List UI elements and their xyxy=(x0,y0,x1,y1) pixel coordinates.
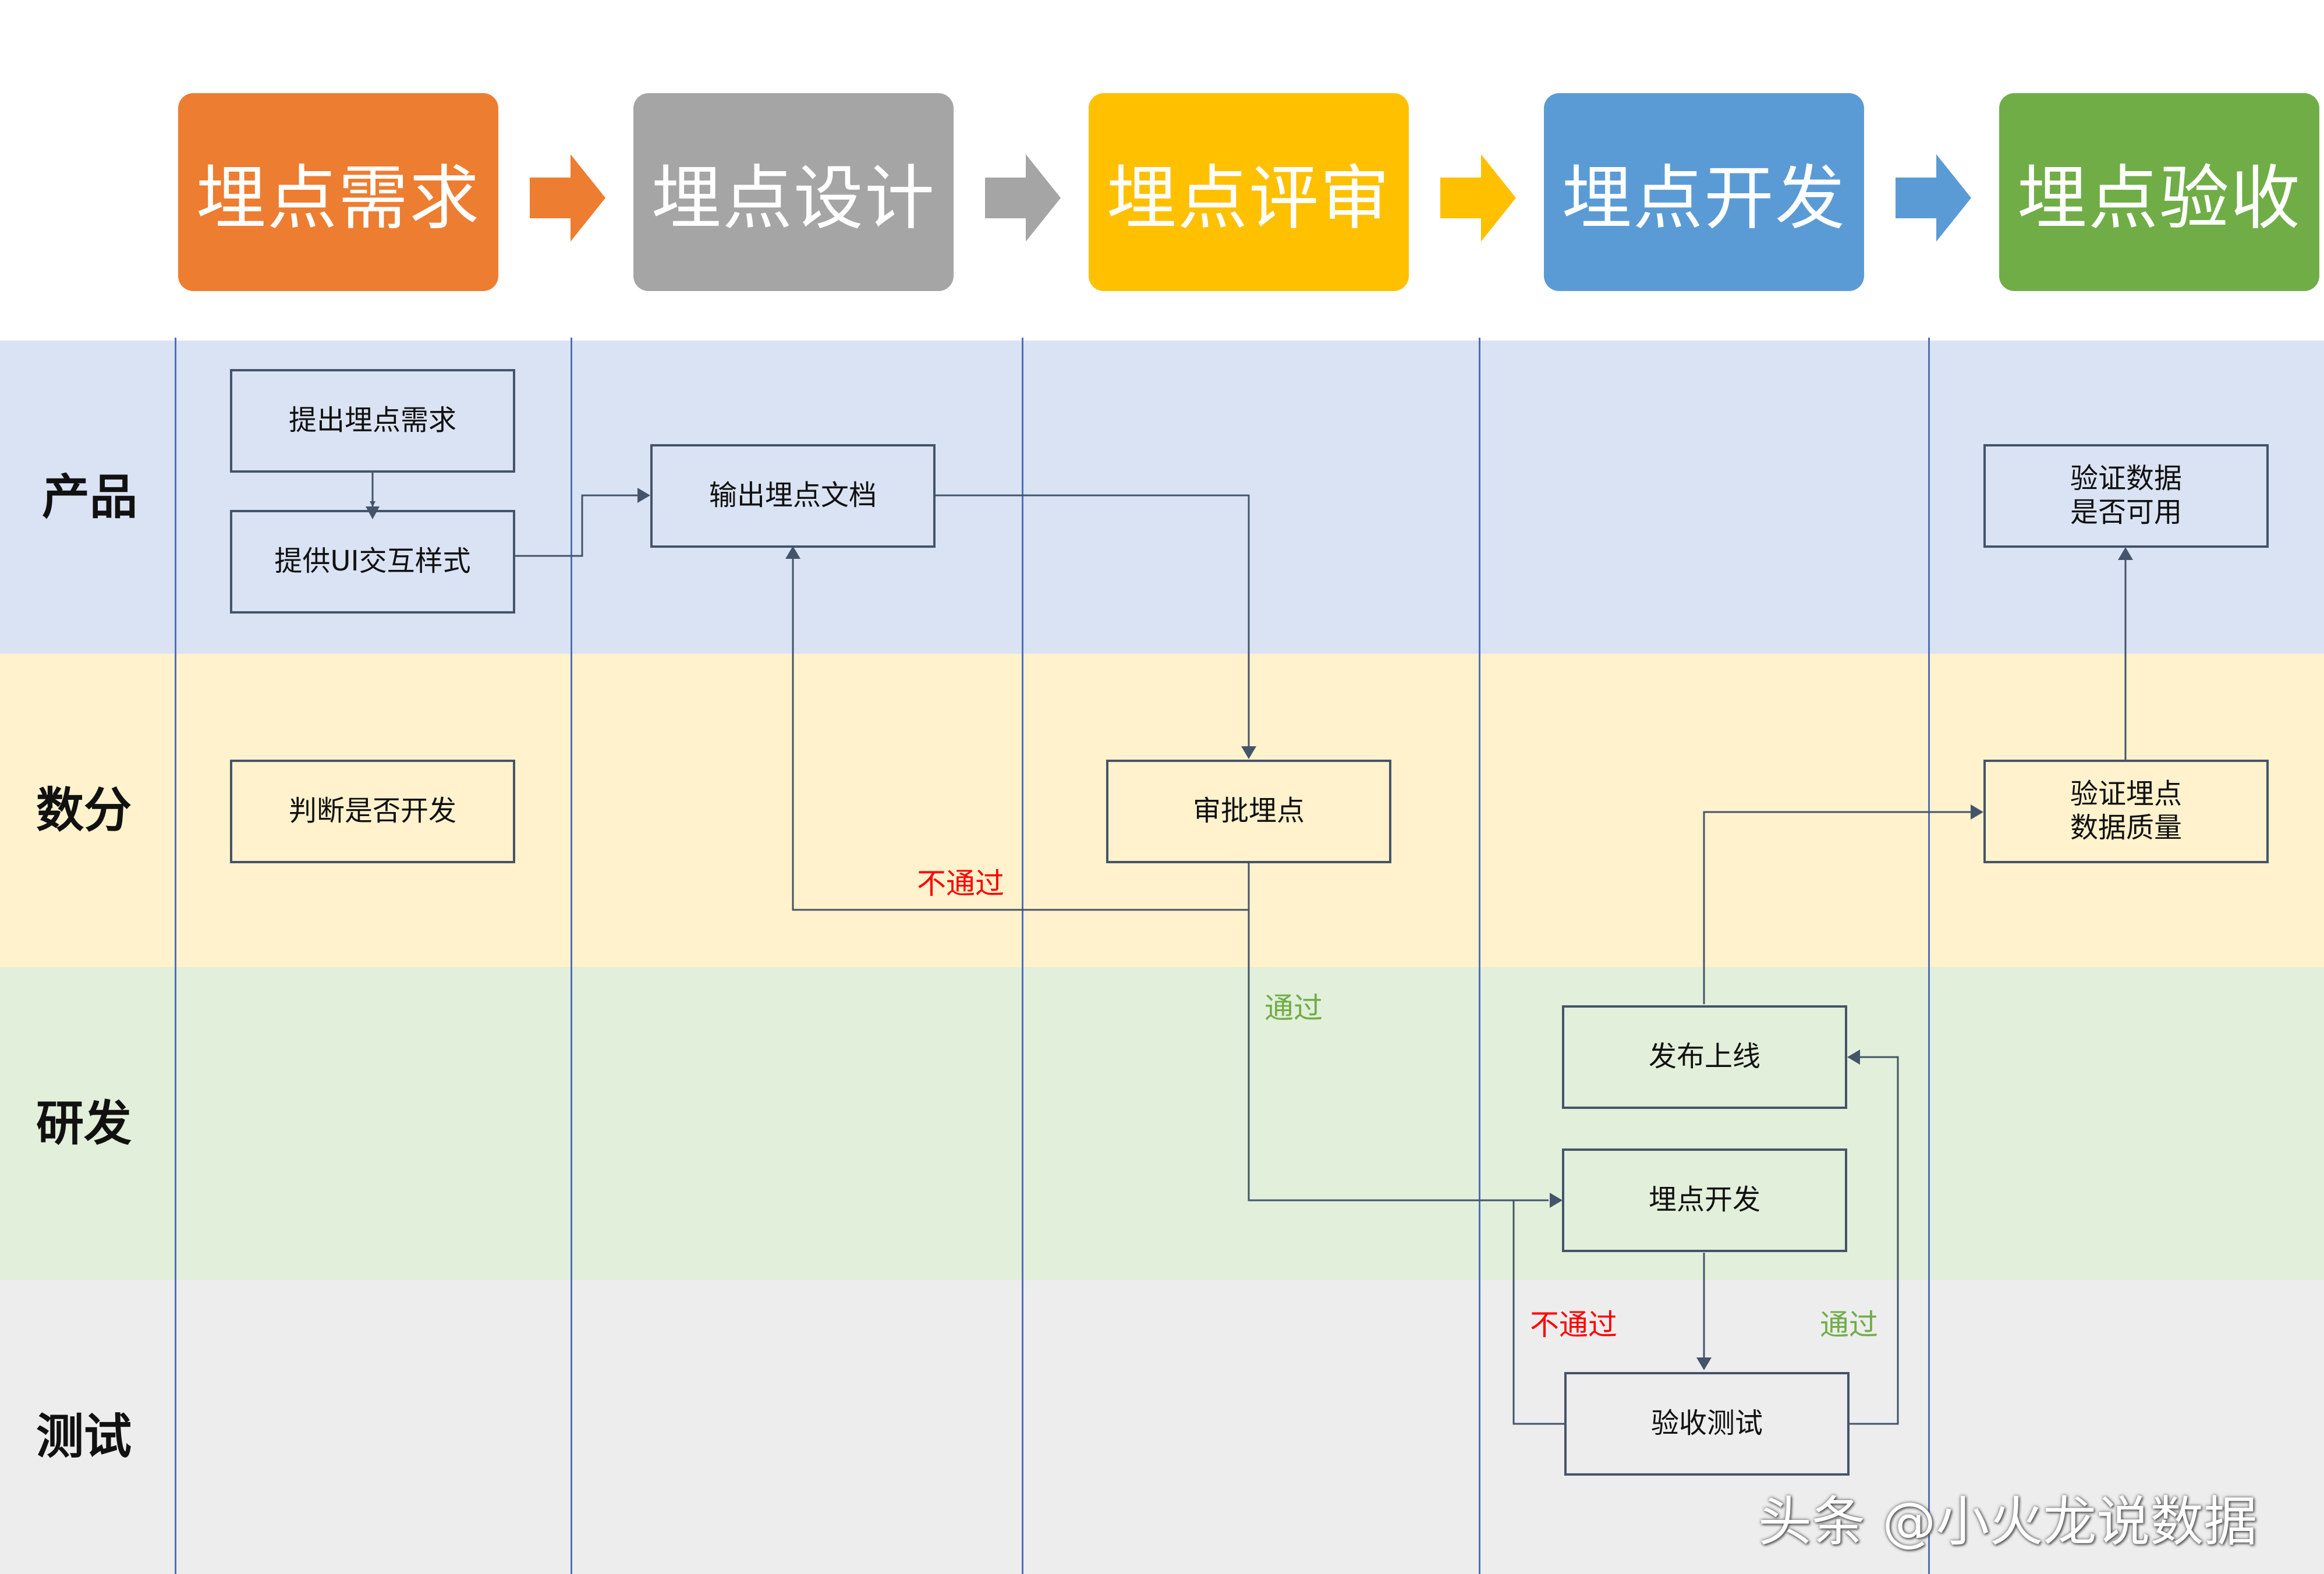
node-label: 提出埋点需求 xyxy=(288,404,456,437)
column-divider xyxy=(1479,338,1480,1574)
node-label: 输出埋点文档 xyxy=(708,479,877,512)
node-verify-usable: 验证数据 是否可用 xyxy=(1983,444,2269,548)
stage-need: 埋点需求 xyxy=(178,93,498,291)
node-provide-ui: 提供UI交互样式 xyxy=(230,510,515,614)
node-label: 验证埋点 数据质量 xyxy=(2070,778,2182,844)
arrow-right-icon xyxy=(530,154,605,242)
edge-label-reject: 不通过 xyxy=(1530,1308,1617,1342)
node-release: 发布上线 xyxy=(1562,1005,1847,1109)
edge-label-pass: 通过 xyxy=(1820,1308,1878,1342)
stage-dev: 埋点开发 xyxy=(1544,93,1864,291)
lane-label-analytics: 数分 xyxy=(36,783,132,838)
lane-band-test xyxy=(0,1280,2324,1574)
stage-review-label: 埋点评审 xyxy=(1107,158,1391,239)
lane-label-rnd: 研发 xyxy=(36,1096,132,1151)
node-label: 审批埋点 xyxy=(1192,795,1305,828)
column-divider xyxy=(1022,338,1023,1574)
edge-label-reject: 不通过 xyxy=(917,867,1004,901)
watermark: 头条 @小火龙说数据 xyxy=(1758,1491,2258,1553)
node-label: 埋点开发 xyxy=(1648,1183,1760,1217)
column-divider xyxy=(1928,338,1930,1574)
stage-accept-label: 埋点验收 xyxy=(2017,158,2301,239)
node-verify-quality: 验证埋点 数据质量 xyxy=(1983,760,2269,863)
stage-review: 埋点评审 xyxy=(1089,93,1409,291)
node-judge-develop: 判断是否开发 xyxy=(230,760,515,863)
node-label: 验收测试 xyxy=(1650,1407,1763,1440)
stage-design-label: 埋点设计 xyxy=(651,158,936,239)
stage-design: 埋点设计 xyxy=(633,93,954,291)
arrow-right-icon xyxy=(985,154,1061,242)
node-label: 提供UI交互样式 xyxy=(274,545,471,578)
lane-band-rnd xyxy=(0,967,2324,1280)
node-output-doc: 输出埋点文档 xyxy=(650,444,936,548)
stage-dev-label: 埋点开发 xyxy=(1562,158,1846,239)
column-divider xyxy=(175,338,176,1574)
stage-need-label: 埋点需求 xyxy=(196,158,480,239)
lane-label-product: 产品 xyxy=(42,470,138,525)
arrow-right-icon xyxy=(1440,154,1516,242)
column-divider xyxy=(571,338,572,1574)
node-label: 发布上线 xyxy=(1648,1040,1760,1073)
arrow-right-icon xyxy=(1896,154,1971,242)
lane-band-analytics xyxy=(0,654,2324,967)
lane-label-test: 测试 xyxy=(36,1409,132,1465)
node-approve: 审批埋点 xyxy=(1106,760,1391,863)
lane-band-product xyxy=(0,341,2324,654)
node-acceptance-test: 验收测试 xyxy=(1564,1372,1850,1476)
stage-accept: 埋点验收 xyxy=(1999,93,2319,291)
node-label: 验证数据 是否可用 xyxy=(2070,462,2182,529)
node-develop: 埋点开发 xyxy=(1562,1148,1847,1252)
edge-label-pass: 通过 xyxy=(1264,991,1323,1025)
node-submit-request: 提出埋点需求 xyxy=(230,369,515,473)
node-label: 判断是否开发 xyxy=(288,795,456,828)
